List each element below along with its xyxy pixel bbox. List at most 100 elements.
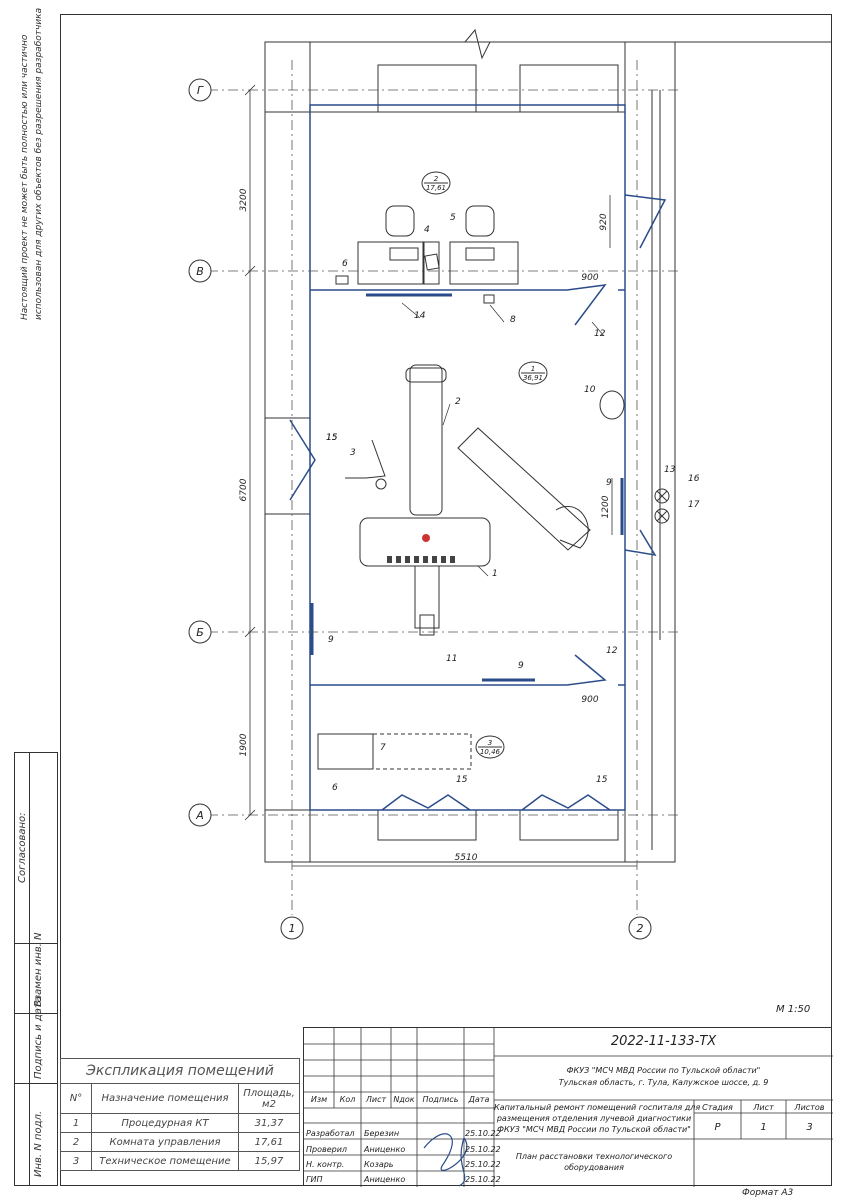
date: 25.10.22 — [465, 1175, 501, 1184]
dimension-label: 3200 — [239, 188, 249, 211]
dimension-label: 1900 — [239, 733, 249, 756]
dimension-label: 6700 — [239, 478, 249, 501]
inner-outline — [309, 104, 626, 811]
sheet-label: Лист — [753, 1103, 774, 1112]
project-line2: размещения отделения лучевой диагностики — [496, 1114, 692, 1123]
laser-mark — [422, 534, 430, 542]
col-header: Изм — [310, 1095, 328, 1104]
callout: 12 — [594, 329, 606, 339]
right-wall — [624, 41, 676, 863]
cell-area: 17,61 — [238, 1132, 300, 1152]
role: ГИП — [306, 1175, 323, 1184]
table-row: 2 Комната управления 17,61 — [60, 1132, 300, 1152]
axis-label: В — [196, 265, 204, 278]
dimension-label: 920 — [599, 213, 609, 230]
format-label: Формат А3 — [742, 1188, 794, 1198]
callout: 1 — [492, 569, 498, 579]
room-area: 36,91 — [523, 374, 543, 382]
callout: 8 — [510, 315, 516, 325]
role: Н. контр. — [306, 1160, 345, 1169]
sink — [599, 390, 625, 420]
stage-label: Стадия — [702, 1103, 733, 1112]
table-row: 3 Техническое помещение 15,97 — [60, 1151, 300, 1171]
room-area: 10,46 — [480, 748, 501, 756]
room-number: 2 — [434, 175, 439, 183]
ct-table — [409, 364, 443, 516]
col-header: Дата — [468, 1095, 490, 1104]
lamp-17 — [654, 508, 670, 524]
dimension-label: 1200 — [601, 495, 611, 518]
org-line2: Тульская область, г. Тула, Калужское шос… — [558, 1078, 769, 1087]
room-number: 1 — [531, 365, 535, 373]
lamp-16 — [654, 488, 670, 504]
callout: 14 — [414, 311, 426, 321]
callout: 4 — [424, 225, 430, 235]
dimension-label: 900 — [581, 273, 598, 283]
chair — [385, 205, 415, 237]
project-line1: Капитальный ремонт помещений госпиталя д… — [494, 1103, 701, 1112]
explication-header: Площадь, м2 — [238, 1083, 300, 1114]
callout: 15 — [326, 433, 338, 443]
callout: 6 — [332, 783, 338, 793]
callout: 10 — [584, 385, 596, 395]
bed-7 — [317, 733, 374, 770]
explication-header: Назначение помещения — [91, 1083, 239, 1114]
callout: 2 — [455, 397, 461, 407]
callout: 13 — [664, 465, 676, 475]
date: 25.10.22 — [465, 1145, 501, 1154]
axis-label: 1 — [289, 922, 296, 935]
person: Аниценко — [364, 1175, 406, 1184]
callout: 9 — [518, 661, 524, 671]
callout: 11 — [446, 654, 457, 664]
callout: 3 — [350, 448, 356, 458]
bottom-wall — [264, 809, 626, 863]
left-wall — [264, 41, 311, 863]
person: Аниценко — [364, 1145, 406, 1154]
document-code: 2022-11-133-ТХ — [610, 1034, 717, 1049]
chair — [465, 205, 495, 237]
callout: 5 — [450, 213, 456, 223]
window-15 — [289, 419, 316, 501]
callout: 15 — [456, 775, 468, 785]
callout: 9 — [328, 635, 334, 645]
role: Разработал — [306, 1129, 355, 1138]
col-header: Nдок — [393, 1095, 415, 1104]
project-line3: ФКУЗ "МСЧ МВД России по Тульской области… — [497, 1125, 691, 1134]
dimension-label: 900 — [581, 695, 598, 705]
cell-name: Процедурная КТ — [91, 1113, 239, 1133]
callout: 16 — [688, 474, 700, 484]
door-right — [624, 194, 667, 249]
cell-num: 2 — [60, 1132, 92, 1152]
room-number: 3 — [488, 739, 492, 747]
scale-label: М 1:50 — [776, 1004, 811, 1015]
control-desk-right — [449, 241, 519, 285]
callout: 17 — [688, 500, 700, 510]
door-12-bottom — [566, 654, 607, 686]
sheets-label: Листов — [794, 1103, 825, 1112]
explication-table: Экспликация помещений N° Назначение поме… — [60, 1058, 300, 1171]
cell-num: 1 — [60, 1113, 92, 1133]
couch — [457, 427, 591, 551]
sheet-title-line2: оборудования — [564, 1163, 624, 1172]
explication-title: Экспликация помещений — [60, 1058, 300, 1084]
callout: 7 — [380, 743, 386, 753]
role: Проверил — [306, 1145, 348, 1154]
axis-label: Г — [197, 84, 204, 97]
control-desk-left — [357, 241, 424, 285]
cell-name: Комната управления — [91, 1132, 239, 1152]
side-stamp: Согласовано: Взамен инв. N Подпись и дат… — [14, 752, 58, 1186]
floor-plan: Г В Б А 1 2 3200 6700 1900 5510 920 900 … — [188, 28, 832, 940]
axis-label: А — [195, 809, 204, 822]
axis-label: 2 — [637, 922, 644, 935]
date: 25.10.22 — [465, 1129, 501, 1138]
col-header: Лист — [365, 1095, 387, 1104]
callout: 15 — [326, 433, 338, 443]
callout: 12 — [606, 646, 618, 656]
door-12-top — [566, 284, 607, 326]
org-line1: ФКУЗ "МСЧ МВД России по Тульской области… — [566, 1066, 761, 1075]
dimension-label: 5510 — [455, 853, 478, 863]
top-wall — [264, 41, 626, 113]
sheet-title-line1: План расстановки технологического — [515, 1152, 673, 1161]
signature — [423, 1133, 468, 1187]
cell-num: 3 — [60, 1151, 92, 1171]
